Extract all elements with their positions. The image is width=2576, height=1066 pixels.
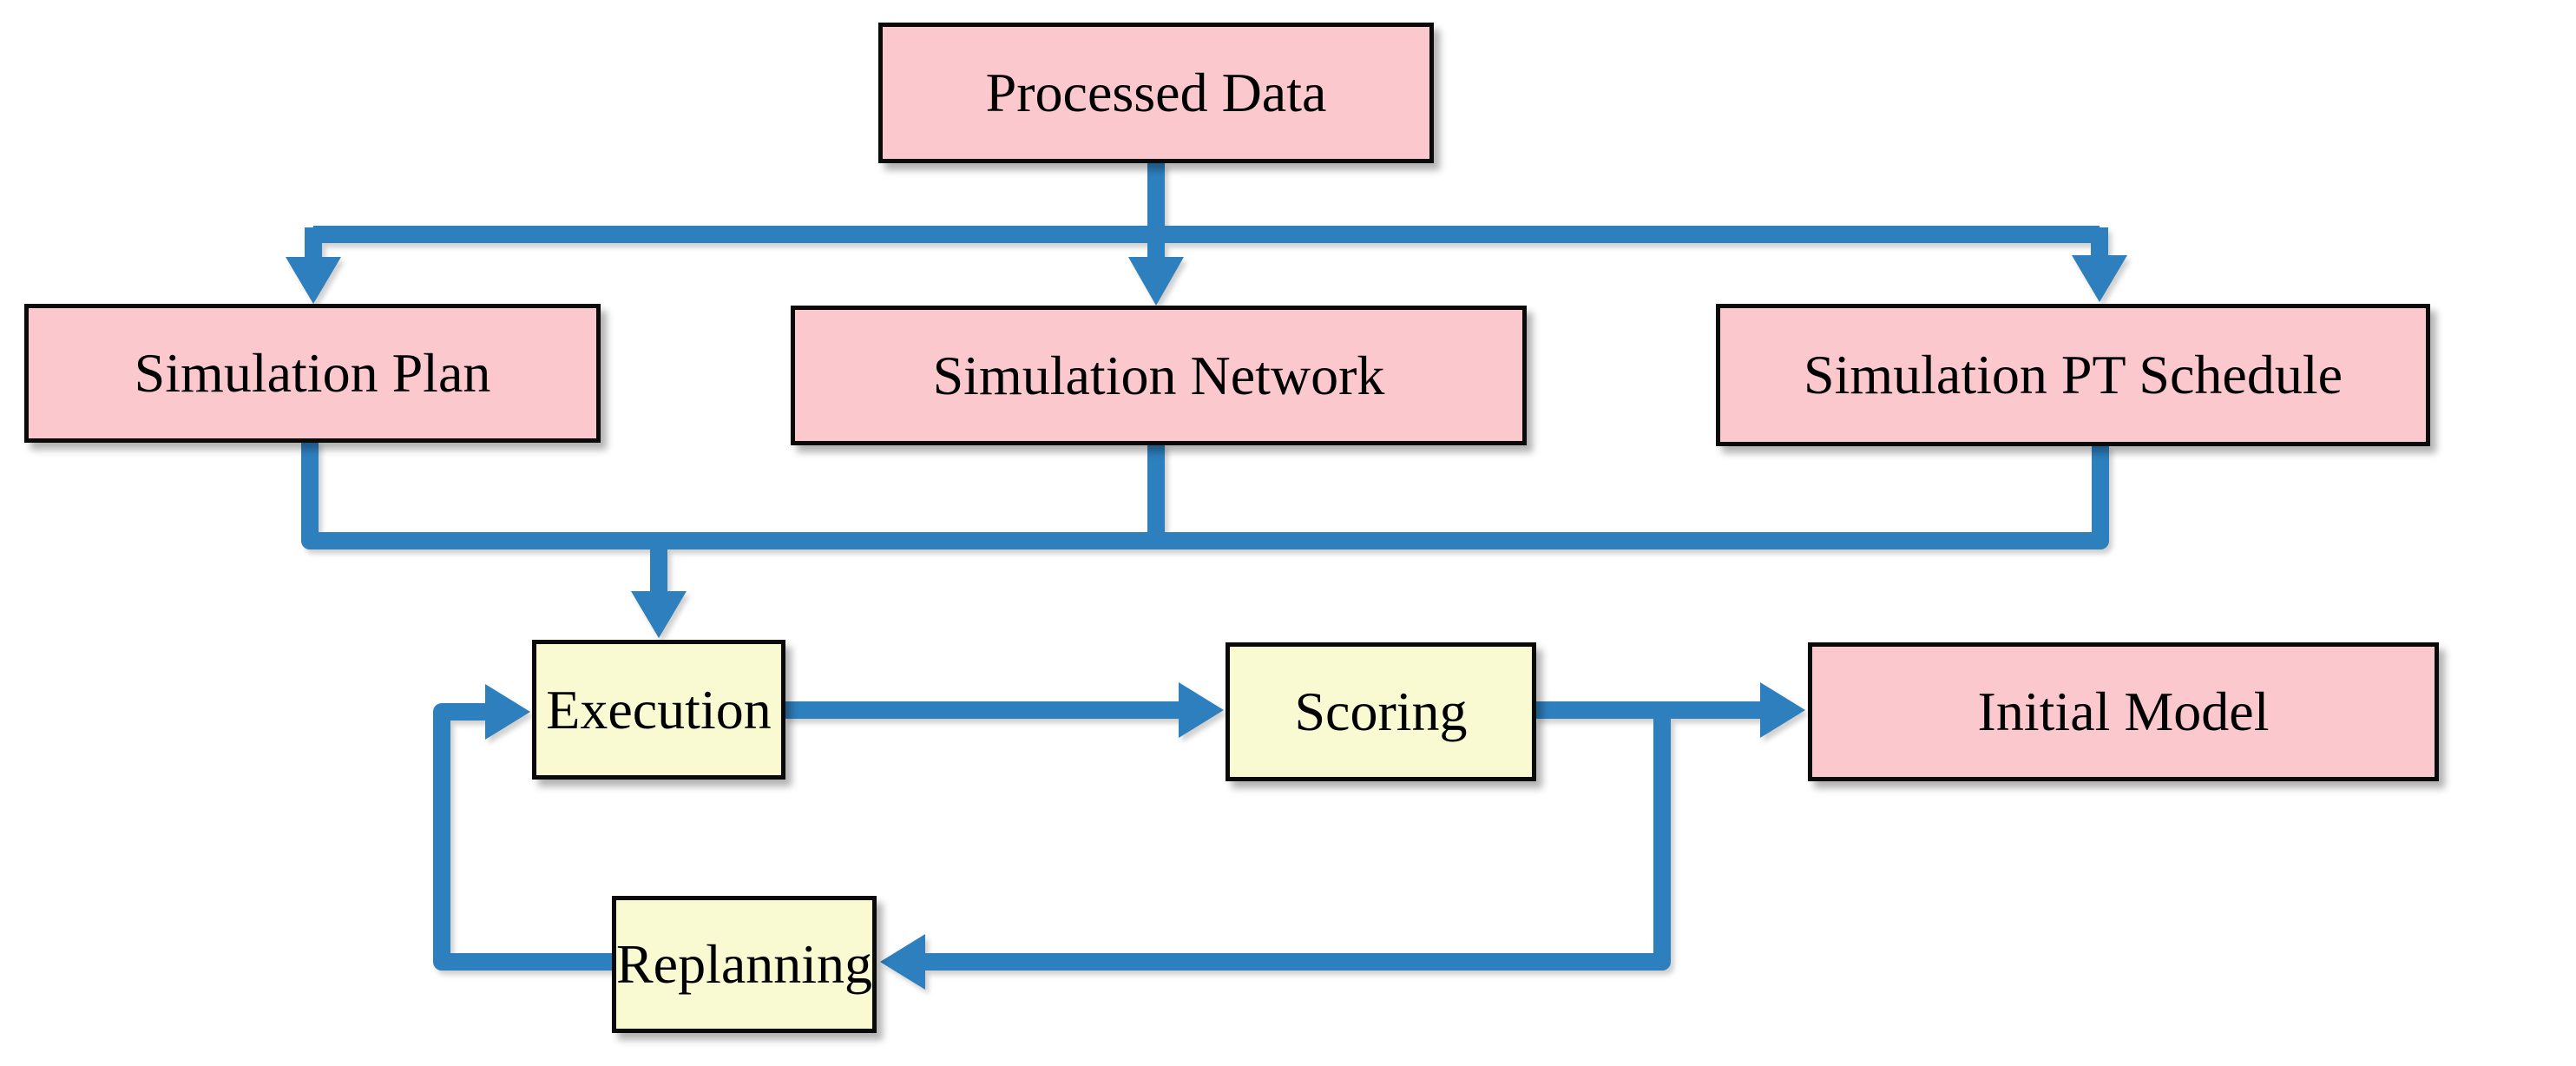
- node-simulation-pt-schedule: Simulation PT Schedule: [1716, 304, 2430, 446]
- edge-scoring-to-initial-model: [1534, 682, 1805, 738]
- node-simulation-plan: Simulation Plan: [24, 304, 601, 443]
- node-processed-data: Processed Data: [878, 23, 1434, 163]
- node-initial-model: Initial Model: [1808, 642, 2439, 781]
- node-execution: Execution: [532, 640, 785, 780]
- node-replanning: Replanning: [612, 896, 877, 1033]
- edge-scoring-to-replanning: [880, 710, 1671, 990]
- node-label: Processed Data: [985, 62, 1327, 123]
- node-label: Scoring: [1294, 681, 1468, 742]
- edge-split-to-simulation-pt-schedule: [2072, 227, 2127, 302]
- node-label: Initial Model: [1977, 681, 2270, 742]
- node-label: Simulation PT Schedule: [1803, 344, 2343, 405]
- node-label: Replanning: [615, 933, 873, 995]
- node-scoring: Scoring: [1226, 642, 1536, 781]
- node-label: Execution: [546, 678, 772, 740]
- node-label: Simulation Plan: [134, 342, 491, 404]
- edge-split-to-simulation-plan: [286, 227, 341, 304]
- edge-merge-bar: [301, 440, 2109, 549]
- edge-merge-to-execution: [631, 541, 687, 638]
- node-label: Simulation Network: [932, 344, 1385, 406]
- edge-replanning-to-execution: [433, 684, 614, 971]
- node-simulation-network: Simulation Network: [791, 306, 1527, 445]
- edge-execution-to-scoring: [784, 682, 1224, 738]
